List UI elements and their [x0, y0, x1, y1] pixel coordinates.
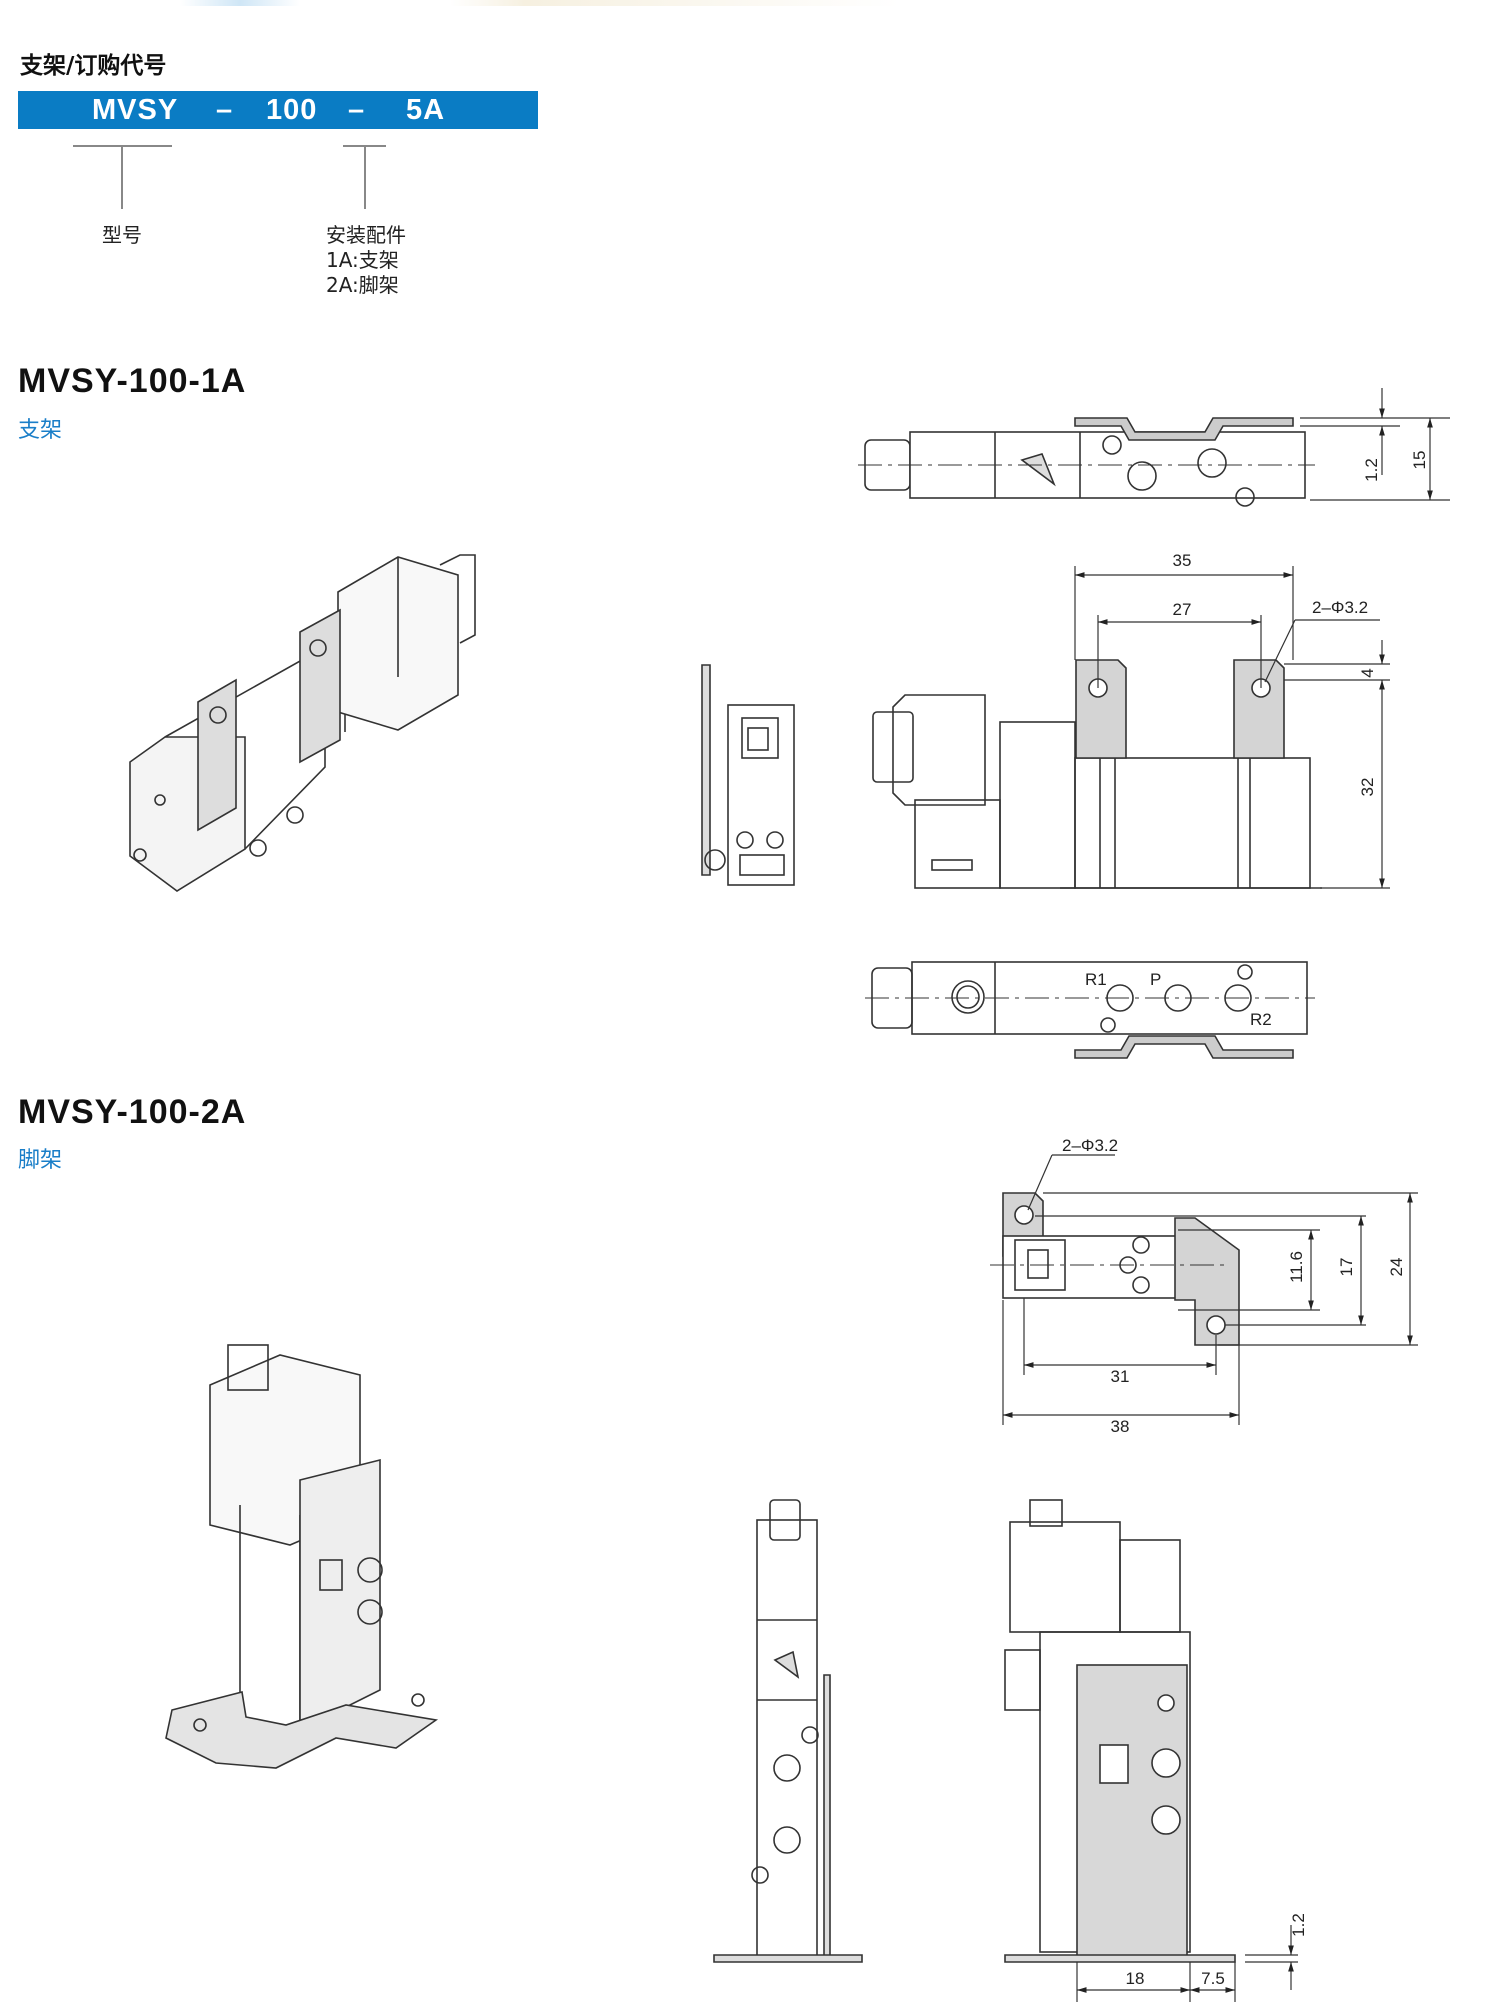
- product-subtitle-1a: 支架: [18, 418, 63, 443]
- 1a-front-view: [872, 659, 1322, 889]
- dim-1a-15: 15: [1410, 451, 1429, 470]
- dim-1a-32: 32: [1358, 778, 1377, 797]
- 2a-front-view: [1004, 1499, 1236, 1963]
- product-model-2a: MVSY-100-2A: [18, 1093, 247, 1131]
- 2a-top-view-dimensions: [1002, 1154, 1418, 1425]
- 2a-top-view: [990, 1192, 1240, 1346]
- code-dash: –: [348, 94, 366, 126]
- code-size: 100: [266, 94, 318, 126]
- 2a-isometric-view: [165, 1344, 439, 1769]
- model-label: 型号: [102, 223, 142, 247]
- 2a-side-view: [713, 1499, 863, 1963]
- dim-1a-hole: 2–Φ3.2: [1312, 598, 1368, 617]
- 1a-isometric-view: [129, 554, 476, 892]
- product-model-1a: MVSY-100-1A: [18, 362, 247, 400]
- order-code-heading: 支架/订购代号: [20, 53, 167, 79]
- dim-2a-24: 24: [1387, 1258, 1406, 1277]
- 1a-front-view-dimensions: [1074, 566, 1390, 889]
- port-r1: R1: [1085, 970, 1107, 989]
- dim-2a-1-2: 1.2: [1289, 1913, 1308, 1937]
- 2a-front-view-dimensions: [1076, 1925, 1298, 2002]
- 1a-bottom-view: [865, 961, 1315, 1059]
- port-r2: R2: [1250, 1010, 1272, 1029]
- product-subtitle-2a: 脚架: [18, 1148, 63, 1173]
- accessory-title: 安装配件: [326, 223, 406, 247]
- code-series: MVSY: [92, 94, 179, 126]
- dim-2a-31: 31: [1111, 1367, 1130, 1386]
- dim-2a-11-6: 11.6: [1287, 1251, 1306, 1283]
- dim-1a-4: 4: [1358, 668, 1377, 677]
- code-dash: –: [216, 94, 234, 126]
- dim-2a-7-5: 7.5: [1201, 1969, 1225, 1988]
- dim-1a-35: 35: [1173, 551, 1192, 570]
- dim-2a-38: 38: [1111, 1417, 1130, 1436]
- dim-1a-27: 27: [1173, 600, 1192, 619]
- 1a-side-view: [701, 664, 795, 886]
- order-code-bar: MVSY – 100 – 5A: [18, 91, 538, 129]
- dim-2a-17: 17: [1337, 1258, 1356, 1277]
- accessory-1a: 1A:支架: [326, 248, 399, 272]
- code-option: 5A: [406, 94, 446, 126]
- dim-1a-1-2: 1.2: [1362, 458, 1381, 482]
- top-decoration-strip: [0, 0, 1500, 6]
- 1a-top-view-dimensions: [1300, 388, 1450, 501]
- dim-2a-18: 18: [1126, 1969, 1145, 1988]
- order-code-leader-lines: [73, 145, 386, 209]
- accessory-2a: 2A:脚架: [326, 273, 399, 297]
- 1a-top-view: [858, 417, 1315, 507]
- dim-2a-hole: 2–Φ3.2: [1062, 1136, 1118, 1155]
- port-p: P: [1150, 970, 1161, 989]
